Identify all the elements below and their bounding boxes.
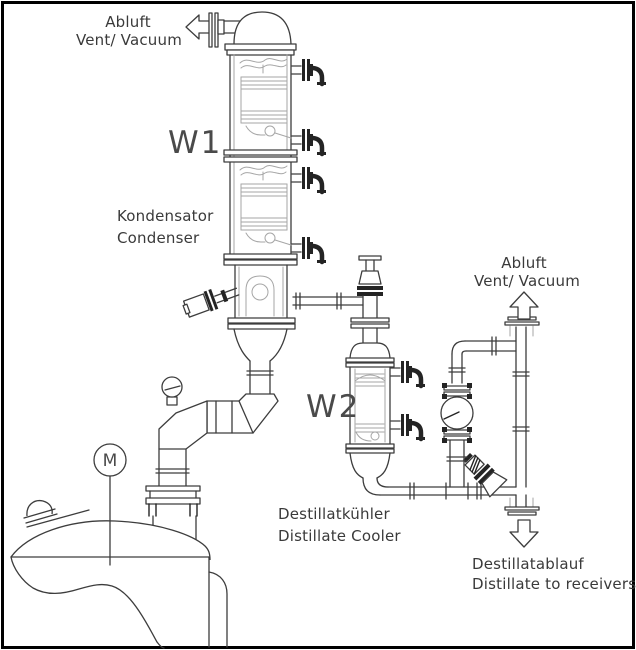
distillate-line — [362, 452, 517, 500]
motor-symbol: M — [93, 443, 127, 566]
vent-riser — [504, 291, 540, 548]
receiver-vessel: M — [10, 443, 228, 649]
w1-vent-flange — [208, 12, 241, 48]
w2-top-valve — [357, 255, 383, 296]
w1-bottom-head — [227, 264, 296, 395]
vent-top-label-en: Vent/ Vacuum — [76, 31, 182, 49]
vent-arrow-up-icon — [509, 291, 539, 320]
flow-indicator-icon — [440, 383, 474, 443]
flow-indicator-loop — [440, 336, 517, 488]
outlet-arrow-down-icon — [509, 519, 539, 548]
w1-name-en: Condenser — [117, 229, 200, 247]
w1-condenser-column — [182, 11, 326, 395]
w2-distillate-cooler — [345, 342, 425, 479]
w1-top-dome — [233, 11, 292, 45]
thermowell-instrument — [182, 287, 240, 318]
vent-right-label-de: Abluft — [501, 254, 547, 272]
w2-tag-label: W2 — [306, 389, 360, 425]
outlet-flange — [504, 494, 540, 516]
outlet-label-en: Distillate to receivers — [472, 575, 636, 593]
motor-label: M — [103, 451, 118, 471]
pressure-gauge-icon — [161, 376, 183, 406]
w1-tag-label: W1 — [168, 125, 222, 161]
angle-valve — [462, 452, 508, 498]
w2-name-en: Distillate Cooler — [278, 527, 401, 545]
vent-top-label-de: Abluft — [105, 13, 151, 31]
w2-inlet-line — [292, 255, 390, 344]
vent-right-label-en: Vent/ Vacuum — [474, 272, 580, 290]
outlet-label-de: Destillatablauf — [472, 555, 584, 573]
w1-name-de: Kondensator — [117, 207, 214, 225]
w2-name-de: Destillatkühler — [278, 505, 390, 523]
